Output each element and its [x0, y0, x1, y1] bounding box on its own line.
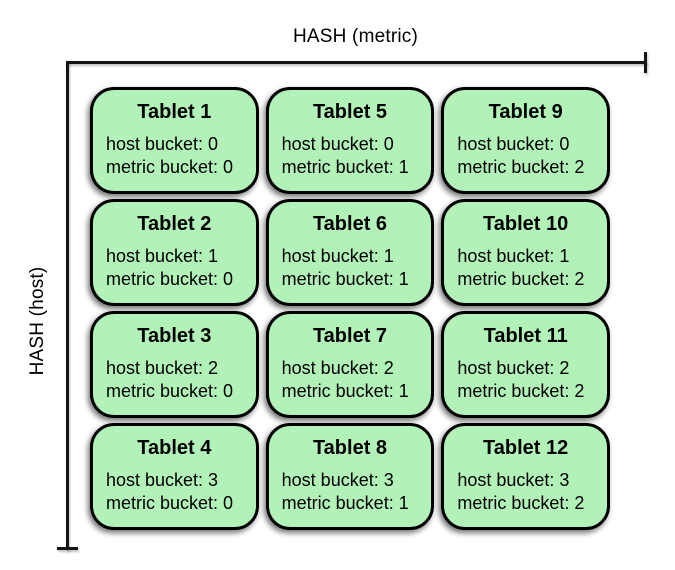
tablet-metric-bucket: metric bucket: 0: [106, 157, 234, 178]
tablet-host-bucket: host bucket: 2: [106, 358, 219, 378]
tablet-title: Tablet 5: [312, 101, 388, 123]
tablet-title: Tablet 6: [312, 213, 388, 235]
tablet-card-4: Tablet 4 host bucket: 3 metric bucket: 0: [90, 423, 259, 530]
tablet-metric-bucket: metric bucket: 1: [281, 157, 409, 178]
tablet-card-8: Tablet 8 host bucket: 3 metric bucket: 1: [265, 423, 435, 530]
tablet-metric-bucket: metric bucket: 2: [457, 157, 585, 178]
tablet-card-10: Tablet 10 host bucket: 1 metric bucket: …: [441, 199, 610, 306]
tablet-title: Tablet 12: [483, 437, 569, 459]
x-axis-label: HASH (metric): [292, 26, 419, 47]
tablet-metric-bucket: metric bucket: 1: [281, 493, 409, 514]
tablet-metric-bucket: metric bucket: 0: [106, 493, 234, 514]
tablet-host-bucket: host bucket: 1: [106, 246, 219, 266]
tablet-title: Tablet 2: [137, 213, 212, 235]
tablet-title: Tablet 3: [137, 325, 212, 347]
tablet-host-bucket: host bucket: 0: [281, 134, 394, 154]
tablet-title: Tablet 8: [312, 437, 388, 459]
tablet-metric-bucket: metric bucket: 2: [457, 381, 585, 402]
tablet-metric-bucket: metric bucket: 2: [457, 493, 585, 514]
tablet-card-7: Tablet 7 host bucket: 2 metric bucket: 1: [265, 311, 435, 418]
x-axis-line: [66, 61, 647, 64]
tablet-title: Tablet 11: [483, 325, 568, 347]
tablet-title: Tablet 7: [312, 325, 388, 347]
x-axis-end-tick: [644, 52, 647, 73]
tablet-host-bucket: host bucket: 3: [457, 470, 570, 490]
y-axis-line: [66, 61, 69, 550]
tablet-title: Tablet 10: [483, 213, 569, 235]
tablet-host-bucket: host bucket: 3: [281, 470, 394, 490]
tablet-card-3: Tablet 3 host bucket: 2 metric bucket: 0: [90, 311, 259, 418]
tablet-metric-bucket: metric bucket: 2: [457, 269, 585, 290]
tablet-card-12: Tablet 12 host bucket: 3 metric bucket: …: [441, 423, 610, 530]
tablet-metric-bucket: metric bucket: 0: [106, 269, 234, 290]
tablet-card-1: Tablet 1 host bucket: 0 metric bucket: 0: [90, 87, 259, 194]
tablet-title: Tablet 4: [137, 437, 212, 459]
tablet-metric-bucket: metric bucket: 1: [281, 269, 409, 290]
tablet-host-bucket: host bucket: 1: [457, 246, 570, 266]
y-axis-label: HASH (host): [27, 266, 48, 376]
tablet-grid: Tablet 1 host bucket: 0 metric bucket: 0…: [90, 87, 610, 530]
y-axis-end-tick: [57, 547, 78, 550]
tablet-host-bucket: host bucket: 2: [457, 358, 570, 378]
tablet-host-bucket: host bucket: 3: [106, 470, 219, 490]
tablet-host-bucket: host bucket: 0: [106, 134, 219, 154]
tablet-card-11: Tablet 11 host bucket: 2 metric bucket: …: [441, 311, 610, 418]
tablet-card-9: Tablet 9 host bucket: 0 metric bucket: 2: [441, 87, 610, 194]
tablet-card-5: Tablet 5 host bucket: 0 metric bucket: 1: [265, 87, 435, 194]
tablet-card-2: Tablet 2 host bucket: 1 metric bucket: 0: [90, 199, 259, 306]
tablet-metric-bucket: metric bucket: 0: [106, 381, 234, 402]
tablet-metric-bucket: metric bucket: 1: [281, 381, 409, 402]
tablet-host-bucket: host bucket: 2: [281, 358, 394, 378]
tablet-title: Tablet 1: [137, 101, 212, 123]
tablet-title: Tablet 9: [488, 101, 563, 123]
tablet-card-6: Tablet 6 host bucket: 1 metric bucket: 1: [265, 199, 435, 306]
tablet-host-bucket: host bucket: 0: [457, 134, 570, 154]
tablet-host-bucket: host bucket: 1: [281, 246, 394, 266]
